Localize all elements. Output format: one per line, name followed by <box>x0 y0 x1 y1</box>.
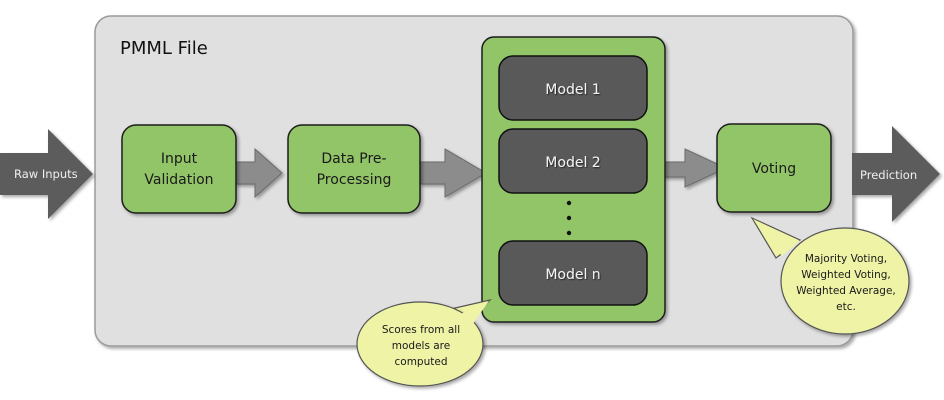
step-data-preprocessing: Data Pre- Processing <box>287 124 421 214</box>
input-validation-label-line1: Input <box>161 151 198 167</box>
data-preprocessing-box <box>287 124 421 214</box>
model-n-box <box>498 240 648 306</box>
step-input-validation: Input Validation <box>121 124 237 214</box>
raw-inputs-arrow: Raw Inputs <box>0 129 93 219</box>
model-ensemble: Model 1 Model 2 Model n <box>481 36 666 323</box>
step-voting: Voting <box>716 123 832 213</box>
data-preprocessing-label-line1: Data Pre- <box>321 151 386 167</box>
voting-callout-line4: etc. <box>836 301 856 313</box>
arrow-validation-to-preprocessing-icon <box>234 147 283 199</box>
scores-callout-bubble <box>356 301 484 387</box>
models-ellipsis-icon <box>566 200 572 236</box>
arrow-preprocessing-to-ensemble-icon <box>419 148 487 198</box>
input-validation-box <box>121 124 237 214</box>
voting-methods-callout: Majority Voting, Weighted Voting, Weight… <box>750 216 910 335</box>
model-2-box <box>498 128 648 194</box>
voting-callout-line1: Majority Voting, <box>805 253 887 265</box>
output-arrow-icon <box>852 126 940 222</box>
scores-callout: Scores from all models are computed <box>356 298 492 387</box>
voting-callout-line3: Weighted Average, <box>796 285 896 297</box>
input-validation-label-line2: Validation <box>144 172 213 188</box>
input-arrow-icon <box>0 129 93 219</box>
voting-label: Voting <box>752 161 796 177</box>
scores-callout-line2: models are <box>392 340 450 352</box>
output-arrow-label: Prediction <box>860 168 917 182</box>
model-n-label: Model n <box>545 267 600 283</box>
voting-box <box>716 123 832 213</box>
voting-callout-line2: Weighted Voting, <box>801 269 891 281</box>
model-1-label: Model 1 <box>545 82 600 98</box>
container-title: PMML File <box>120 38 208 59</box>
scores-callout-line3: computed <box>395 356 448 368</box>
model-1-box <box>498 55 648 121</box>
prediction-arrow: Prediction <box>852 126 940 222</box>
voting-callout-bubble <box>780 227 910 335</box>
scores-callout-line1: Scores from all <box>382 324 460 336</box>
arrow-ensemble-to-voting-icon <box>662 148 728 188</box>
data-preprocessing-label-line2: Processing <box>317 172 392 188</box>
input-arrow-label: Raw Inputs <box>14 167 78 181</box>
model-2-label: Model 2 <box>545 155 600 171</box>
